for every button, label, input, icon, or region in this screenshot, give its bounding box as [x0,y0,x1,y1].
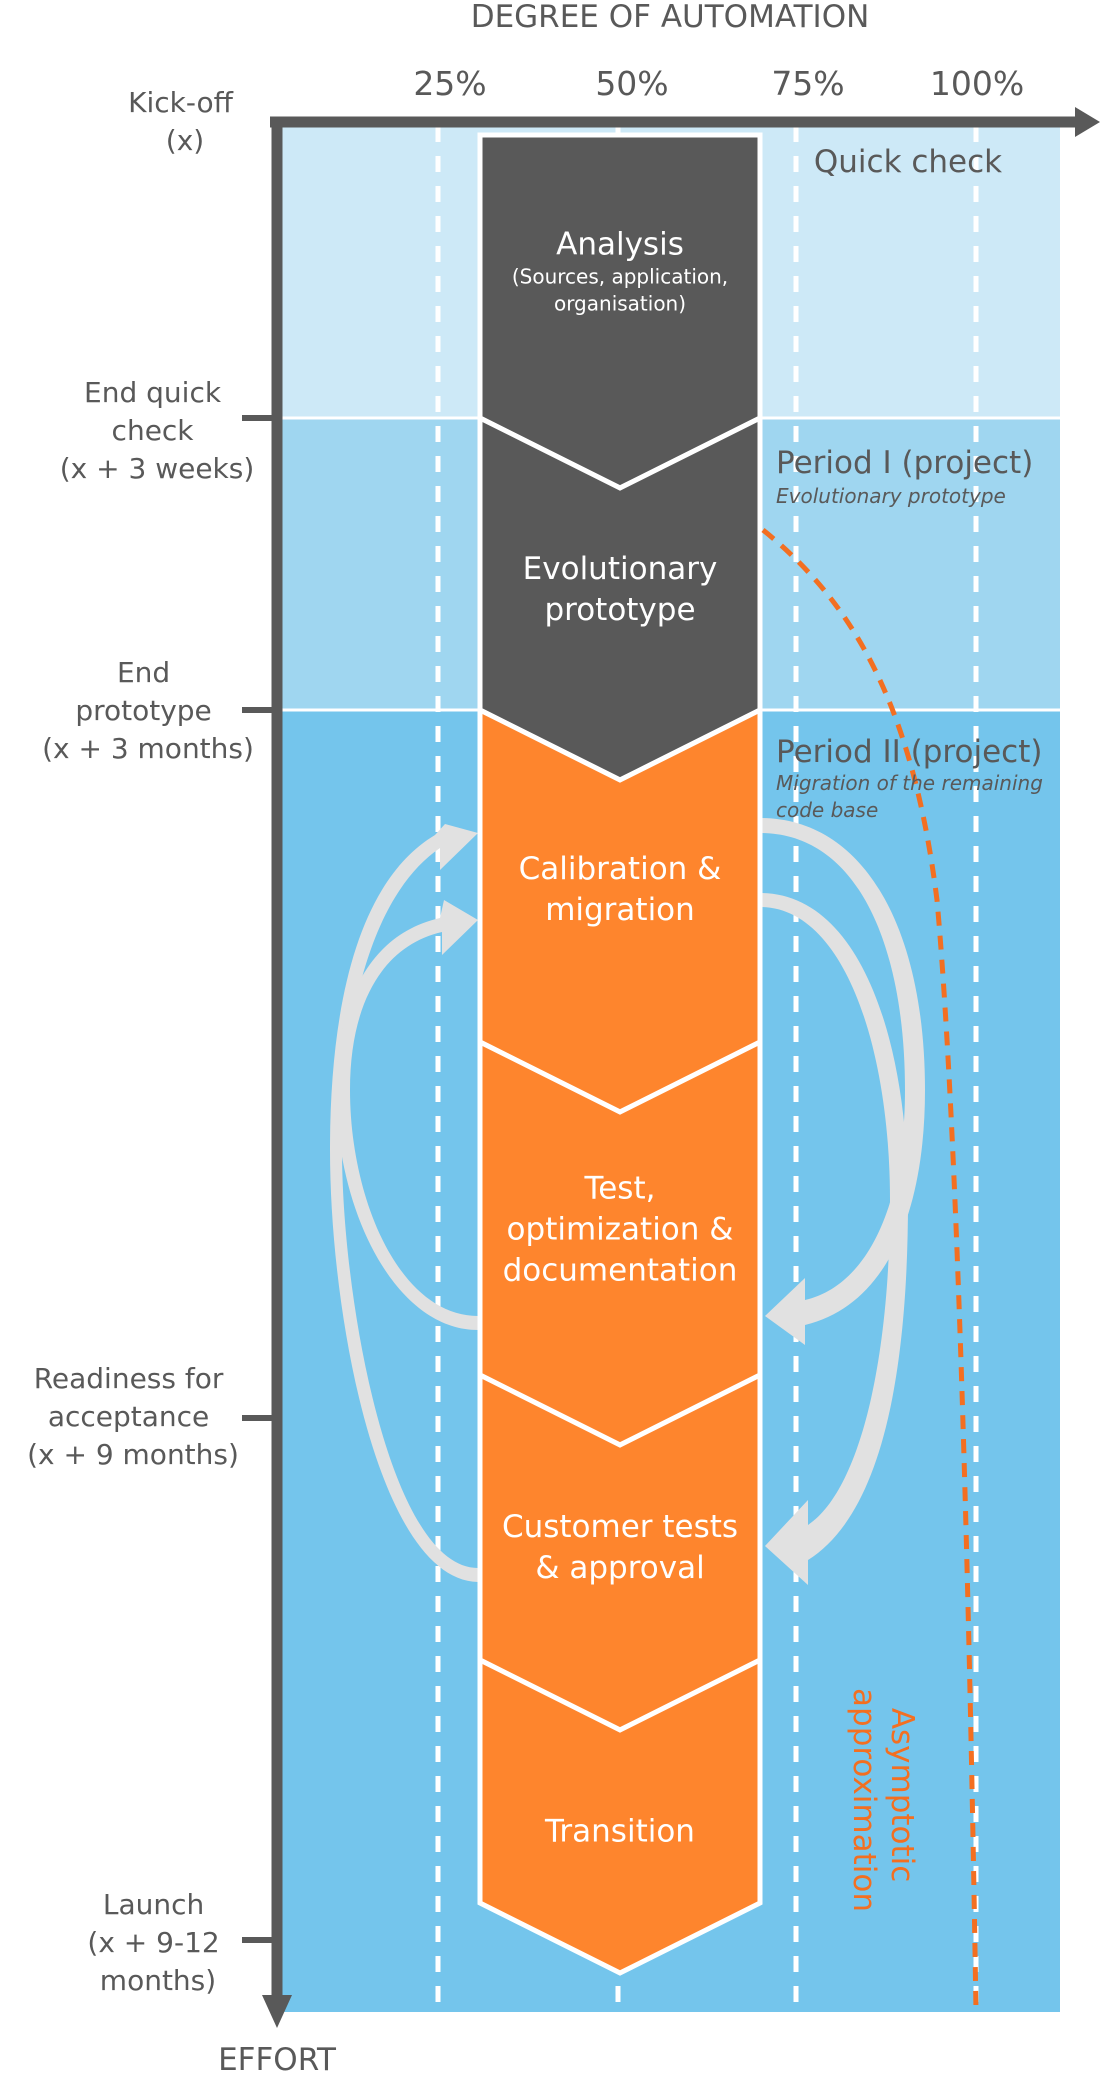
phase-label: Calibration & [519,851,722,887]
phase-label: Analysis [556,227,684,263]
axes [242,107,1100,2028]
period-2-subtitle: Migration of the remaining code base [776,771,1049,822]
loop-arrow-left-inner [336,900,478,1330]
x-tick-75: 75% [771,64,844,103]
phase-label: optimization & [507,1212,734,1248]
x-axis-title: DEGREE OF AUTOMATION [471,0,870,35]
x-tick-50: 50% [595,64,668,103]
phase-label: migration [545,892,695,928]
y-axis-arrowhead [262,1995,292,2028]
phase-label: & approval [535,1550,704,1586]
milestone-kickoff: Kick-off (x) [128,86,242,157]
milestone-launch: Launch (x + 9-12 months) [87,1888,228,1997]
milestone-end-prototype: End prototype (x + 3 months) [42,656,254,765]
phase-sublabel: (Sources, application, [512,265,728,289]
phase-column: Analysis(Sources, application, organisati… [477,132,763,1976]
phase-label: prototype [544,592,695,628]
milestone-end-quick-check: End quick check (x + 3 weeks) [60,376,255,485]
phase-label: documentation [503,1253,738,1289]
phase-label: Transition [544,1814,695,1850]
loop-arrows-right [760,818,925,1585]
period-2-title: Period II (project) [776,734,1042,770]
phase-chevron [477,1655,763,1976]
x-axis-arrowhead [1075,107,1100,137]
phase-sublabel: organisation) [554,292,686,316]
loop-arrow-left-outer [330,824,478,1582]
phase-label: Customer tests [502,1509,738,1545]
period-quick-check-title: Quick check [814,144,1002,180]
y-axis-title: EFFORT [218,2042,337,2078]
period-1-subtitle: Evolutionary prototype [776,484,1006,508]
asymptotic-curve [761,528,979,2013]
x-tick-25: 25% [413,64,486,103]
milestone-readiness: Readiness for acceptance (x + 9 months) [27,1362,239,1471]
loop-arrow-right-lower [760,893,908,1585]
asymptotic-label: Asymptotic approximation [846,1688,920,1912]
loop-arrows-left [330,824,478,1582]
phase-label: Test, [584,1171,656,1207]
x-tick-100: 100% [930,64,1024,103]
period-1-title: Period I (project) [776,445,1033,481]
phase-label: Evolutionary [523,551,718,587]
